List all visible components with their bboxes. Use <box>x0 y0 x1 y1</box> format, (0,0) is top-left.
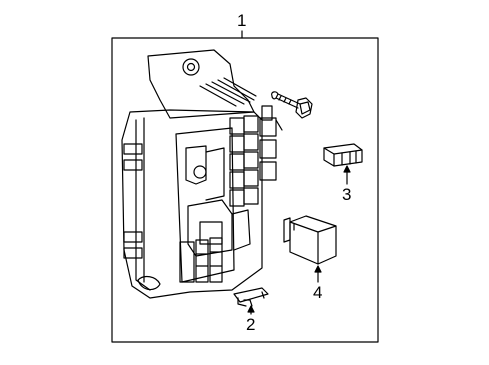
assembly-frame <box>111 30 379 343</box>
fuse-box <box>121 49 283 299</box>
callout-2: 2 <box>246 315 256 334</box>
part-4-relay <box>283 215 337 265</box>
part-2-blade-fuse <box>233 287 269 307</box>
bottom-connectors <box>179 237 223 283</box>
callout-1: 1 <box>237 11 247 30</box>
part-3-plug <box>323 143 363 167</box>
callout-3: 3 <box>342 185 352 204</box>
fuse-column <box>229 105 283 207</box>
callout-4: 4 <box>313 283 323 302</box>
leader-lines <box>247 165 351 315</box>
mounting-bolt <box>271 91 313 119</box>
